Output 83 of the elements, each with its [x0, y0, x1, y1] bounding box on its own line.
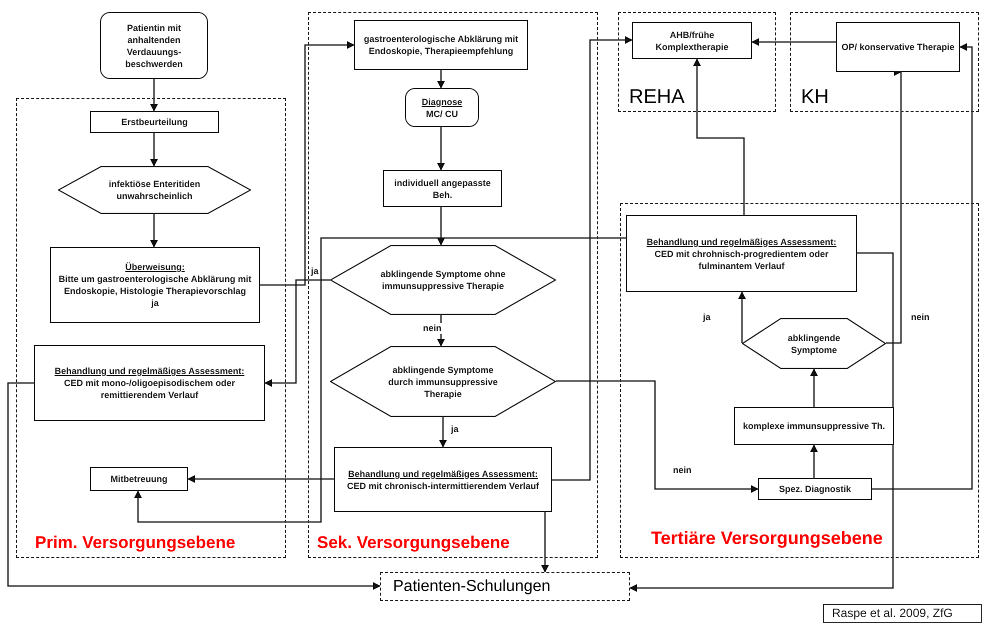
dashed-zone: [308, 12, 598, 558]
zone-title: KH: [801, 87, 829, 107]
box-text: abklingende Symptome: [786, 332, 842, 356]
decision-hexagon: [742, 318, 886, 369]
process-box: [50, 247, 260, 323]
box-text: Erstbeurteilung: [121, 116, 188, 128]
box-text: Spez. Diagnostik: [778, 483, 851, 495]
edge-label: ja: [310, 266, 320, 277]
edge-label: nein: [910, 312, 931, 323]
zone-title: Prim. Versorgungsebene: [35, 534, 236, 551]
edge-label: nein: [672, 465, 693, 476]
dashed-zone: [620, 203, 979, 558]
arrow: [751, 38, 836, 46]
process-box: [354, 20, 528, 70]
box-heading: Behandlung und regelmäßiges Assessment:: [646, 236, 836, 248]
box-text: Mitbetreuung: [110, 473, 168, 485]
source-note: Raspe et al. 2009, ZfG: [823, 604, 982, 623]
arrow: [7, 382, 381, 590]
dashed-zone: [16, 98, 286, 558]
decision-hexagon: [58, 166, 251, 214]
process-box: [836, 22, 960, 72]
edge-label: nein: [422, 323, 443, 334]
zone-title: Sek. Versorgungsebene: [317, 534, 510, 551]
box-heading: Behandlung und regelmäßiges Assessment:: [54, 365, 244, 377]
zone-title: REHA: [629, 87, 685, 107]
box-heading: Behandlung und regelmäßiges Assessment:: [348, 468, 538, 480]
arrow: [150, 133, 158, 167]
box-text: abklingende Symptome ohne immunsuppressive Therapie: [379, 268, 507, 292]
arrow: [439, 417, 447, 448]
box-heading: Diagnose: [422, 96, 462, 108]
zone-title: Tertiäre Versorgungsebene: [651, 529, 883, 547]
dashed-zone: [618, 12, 776, 112]
dashed-box: [380, 572, 630, 601]
box-text: individuell angepasste Beh.: [393, 176, 492, 200]
arrow: [810, 444, 818, 478]
box-title: Patienten-Schulungen: [393, 578, 550, 594]
process-box: [632, 22, 752, 59]
process-box: [34, 345, 265, 421]
arrow: [629, 252, 894, 592]
box-text: ja: [151, 297, 159, 309]
arrow: [260, 41, 355, 286]
rounded-box: [100, 12, 208, 79]
process-box: [758, 478, 872, 500]
box-text: CED mit mono-/oligoepisodischem oder remittierendem Verlauf: [62, 377, 236, 401]
arrow: [437, 315, 445, 347]
arrow: [872, 43, 973, 490]
box-text: Patientin mit anhaltenden Verdauungs- beschwerden: [124, 22, 184, 70]
process-box: [626, 215, 857, 292]
decision-hexagon: [330, 346, 556, 417]
arrow: [437, 127, 445, 171]
box-text: CED mit chronisch-intermittierendem Verlauf: [346, 480, 540, 492]
arrow: [150, 79, 158, 112]
edge-label: ja: [702, 312, 712, 323]
box-heading: Überweisung:: [125, 261, 185, 273]
arrow: [541, 512, 549, 573]
box-text: komplexe immunsuppressive Th.: [742, 420, 886, 432]
arrow: [150, 214, 158, 248]
arrow: [693, 58, 745, 215]
box-text: infektiöse Enteritiden unwahrscheinlich: [108, 178, 202, 202]
arrow: [437, 207, 445, 246]
edge-label: ja: [450, 424, 460, 435]
arrow: [552, 36, 633, 481]
box-text: gastroenterologische Abklärung mit Endoskopie, Therapieempfehlung: [362, 33, 520, 57]
process-box: [383, 170, 502, 207]
box-text: MC/ CU: [426, 108, 458, 120]
process-box: [90, 467, 188, 491]
arrow: [264, 279, 330, 387]
arrow: [187, 475, 334, 483]
box-text: CED mit chrohnisch-progredientem oder fulminantem Verlauf: [653, 248, 830, 272]
arrow: [134, 237, 626, 523]
arrow: [810, 368, 818, 407]
arrow: [556, 380, 759, 493]
process-box: [334, 447, 552, 512]
box-text: OP/ konservative Therapie: [841, 41, 955, 53]
box-text: AHB/frühe Komplextherapie: [654, 28, 730, 52]
arrow: [437, 70, 445, 89]
process-box: [734, 407, 894, 445]
box-text: abklingende Symptome durch immunsuppressive Therapie: [388, 364, 498, 400]
rounded-box: [405, 88, 479, 127]
decision-hexagon: [330, 245, 556, 315]
arrow: [738, 291, 746, 343]
process-box: [90, 111, 219, 133]
dashed-zone: [790, 12, 979, 112]
